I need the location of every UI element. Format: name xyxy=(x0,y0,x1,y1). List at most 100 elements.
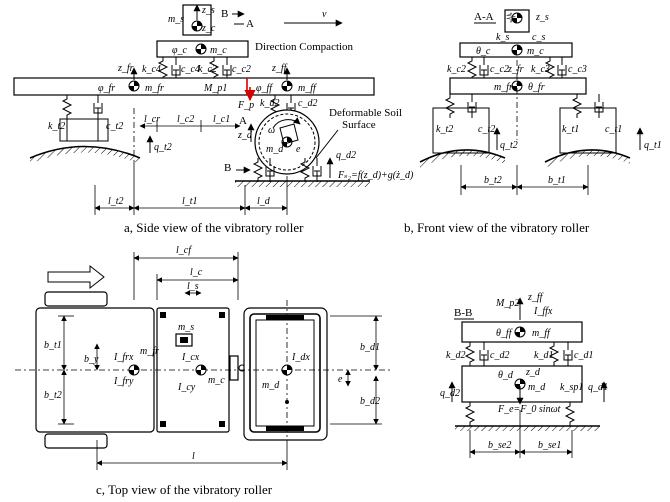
label-qd2: q_d2 xyxy=(336,150,356,161)
soil-label-1: Deformable Soil xyxy=(329,107,402,119)
section-mark-a-drum: A xyxy=(239,115,247,127)
rear-tire-box xyxy=(59,118,109,142)
top-cab-cg-icon xyxy=(195,364,207,376)
top-label-bt2: b_t2 xyxy=(44,390,62,401)
front-label-ct1: c_t1 xyxy=(605,124,622,135)
front-label-thetafr: θ_fr xyxy=(528,82,545,93)
front-label-bt1: b_t1 xyxy=(548,175,566,186)
front-label-qt1: q_t1 xyxy=(644,140,662,151)
bb-label-kd1: k_d1 xyxy=(534,350,553,361)
top-drum xyxy=(249,313,321,433)
ct2-damper-icon xyxy=(93,94,103,120)
top-label-by: b_y xyxy=(84,354,99,365)
bb-label-md: m_d xyxy=(528,382,546,393)
top-view: l_cf l_c l_s m_s xyxy=(15,245,390,470)
front-ct1-damper-icon xyxy=(594,93,604,119)
front-label-cc2: c_c2 xyxy=(490,64,509,75)
front-label-cs: c_s xyxy=(532,32,545,43)
velocity-label: v xyxy=(322,9,327,20)
front-label-kc3: k_c3 xyxy=(531,64,550,75)
seat-cg-icon xyxy=(191,20,203,32)
front-label-qt2: q_t2 xyxy=(500,140,518,151)
section-mark-b-bottom: B xyxy=(224,162,231,174)
front-label-ct2: c_t2 xyxy=(478,124,495,135)
top-rear-tire-1 xyxy=(44,291,108,307)
front-label-zfr: z_fr xyxy=(507,64,524,75)
bb-label-iffx: I_ffx xyxy=(533,306,553,317)
section-mark-b-top: B xyxy=(221,8,228,20)
front-kt2-spring-icon xyxy=(445,93,455,119)
label-lt1: l_t1 xyxy=(182,196,198,207)
top-label-icx: I_cx xyxy=(181,352,200,363)
top-label-ifrx: I_frx xyxy=(113,352,134,363)
label-zc: z_c xyxy=(201,23,216,34)
label-cd2: c_d2 xyxy=(298,98,317,109)
label-mfr: m_fr xyxy=(145,83,164,94)
section-bb-view: B-B M_p2 z_ff I_ffx θ_ff m_ff k_d2 c_d2 … xyxy=(440,292,608,458)
soil-label-2: Surface xyxy=(342,119,376,131)
label-zfr: z_fr xyxy=(117,63,134,74)
top-label-md: m_d xyxy=(262,380,280,391)
label-mp1: M_p1 xyxy=(203,83,227,94)
bb-label-thetaff: θ_ff xyxy=(496,328,513,339)
front-label-mc: m_c xyxy=(527,46,544,57)
bb-label-cd1: c_d1 xyxy=(574,350,593,361)
top-label-icy: I_cy xyxy=(177,382,196,393)
front-cab-cg-icon xyxy=(511,44,523,56)
front-ct2-damper-icon xyxy=(467,93,477,119)
bb-label-ksp1: k_sp1 xyxy=(560,382,583,393)
label-ct2: c_t2 xyxy=(106,121,123,132)
bb-label-force: F_e=F_0 sinωt xyxy=(497,404,561,415)
cab-cg-icon xyxy=(195,43,207,55)
bb-label-qd1: q_d1 xyxy=(588,382,608,393)
front-seat-cg-icon xyxy=(511,12,523,24)
bb-label-mff: m_ff xyxy=(532,328,551,339)
label-zs: z_s xyxy=(201,5,215,16)
top-label-ls: l_s xyxy=(187,281,199,292)
eccentric-mass-icon xyxy=(279,123,299,145)
label-kc4: k_c4 xyxy=(142,64,161,75)
main-frame xyxy=(13,77,375,96)
top-direction-arrow-icon xyxy=(47,264,105,290)
front-label-zs: z_s xyxy=(535,12,549,23)
soil-spring-1-icon xyxy=(253,157,263,183)
label-mc: m_c xyxy=(210,45,227,56)
bb-label-bse2: b_se2 xyxy=(488,440,511,451)
label-phic: φ_c xyxy=(172,45,188,56)
bb-label-kd2: k_d2 xyxy=(446,350,465,361)
side-view: m_s z_s z_c B A v Direction Compaction φ… xyxy=(13,4,414,215)
front-kt1-spring-icon xyxy=(572,93,582,119)
bb-cd1-damper-icon xyxy=(563,341,573,367)
top-label-bt1: b_t1 xyxy=(44,340,62,351)
front-label-mfr: m_fr xyxy=(494,82,513,93)
front-label-bt2: b_t2 xyxy=(484,175,502,186)
front-label-kt2: k_t2 xyxy=(436,124,453,135)
label-lt2: l_t2 xyxy=(108,196,124,207)
top-label-lc: l_c xyxy=(190,267,203,278)
force-eq: Fₛ₂=f(z_d)+g(ż_d) xyxy=(337,170,414,181)
label-lcr: l_cr xyxy=(144,114,160,125)
top-rear-cg-icon xyxy=(128,364,140,376)
front-label-kt1: k_t1 xyxy=(562,124,579,135)
label-cc2: c_c2 xyxy=(232,64,251,75)
omega-arrow-icon xyxy=(272,117,301,129)
front-label-kc2: k_c2 xyxy=(447,64,466,75)
label-ec: e xyxy=(296,144,301,155)
top-label-mfr: m_fr xyxy=(140,346,159,357)
label-phiff: φ_ff xyxy=(256,83,273,94)
top-drum-cg-icon xyxy=(281,364,293,376)
label-ld: l_d xyxy=(257,196,271,207)
label-md: m_d xyxy=(266,144,284,155)
label-omega: ω xyxy=(268,125,275,136)
section-mark-a-top: A xyxy=(246,18,254,30)
soil-damper-2-icon xyxy=(312,157,322,183)
label-zd: z_d xyxy=(237,130,253,141)
label-kt2: k_t2 xyxy=(48,121,65,132)
bb-label-thetad: θ_d xyxy=(498,370,514,381)
bb-soil-spring-left-icon xyxy=(465,401,475,427)
section-bb-title: B-B xyxy=(454,307,472,319)
label-fp: F_p xyxy=(237,100,254,111)
top-label-ifry: I_fry xyxy=(113,376,134,387)
bb-label-zff: z_ff xyxy=(527,292,544,303)
